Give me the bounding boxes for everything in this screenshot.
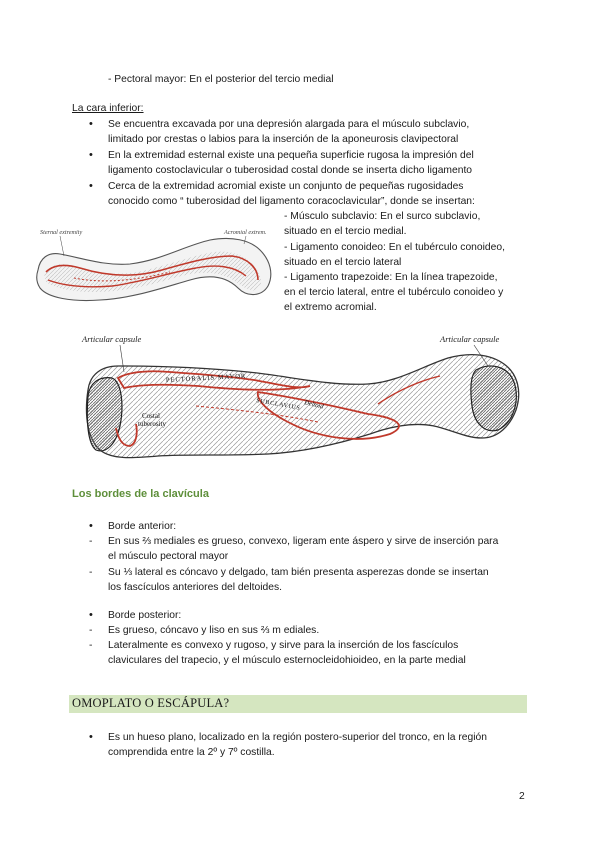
trapezoide-line-2: en el tercio lateral, entre el tubérculo… — [284, 287, 504, 298]
omoplato-heading-bar: OMOPLATO O ESCÁPULA? — [69, 695, 527, 713]
borde-posterior-title: Borde posterior: — [89, 608, 181, 623]
trapezoide-line-3: el extremo acromial. — [284, 302, 377, 313]
bullet-3-line-2: conocido como “ tuberosidad del ligament… — [108, 196, 475, 207]
bullet-3-line-1: Cerca de la extremidad acromial existe u… — [89, 179, 463, 194]
pectoralis-label: PECTORALIS MAYOR — [166, 373, 247, 384]
borde-anterior-d2-l1: Su ⅓ lateral es cóncavo y delgado, tam b… — [89, 565, 489, 580]
deltoid-label: Deltoid — [303, 399, 325, 411]
articular-capsule-left-label: Articular capsule — [81, 334, 141, 344]
sternal-extremity-label: Sternal extremity — [40, 229, 82, 236]
conoideo-line-2: situado en el tercio lateral — [284, 257, 402, 268]
bullet-2-line-1: En la extremidad esternal existe una peq… — [89, 148, 474, 163]
trapezoide-line: - Ligamento trapezoide: En la línea trap… — [284, 272, 498, 283]
borde-anterior-title: Borde anterior: — [89, 519, 176, 534]
borde-posterior-d2-l1: Lateralmente es convexo y rugoso, y sirv… — [89, 638, 458, 653]
subclavio-line: - Músculo subclavio: En el surco subclav… — [284, 211, 481, 222]
borde-anterior-d1-l1: En sus ⅔ mediales es grueso, convexo, li… — [89, 534, 498, 549]
articular-capsule-right-label: Articular capsule — [439, 334, 499, 344]
borde-anterior-d1-l2: el músculo pectoral mayor — [108, 551, 229, 562]
tuberosity-label: tuberosity — [138, 420, 166, 428]
bullet-1-line-2: limitado por crestas o labios para la in… — [108, 134, 459, 145]
borde-posterior-d2-l2: claviculares del trapecio, y el músculo … — [108, 655, 466, 666]
borde-anterior-d2-l2: los fascículos anteriores del deltoides. — [108, 582, 282, 593]
pectoral-mayor-line: - Pectoral mayor: En el posterior del te… — [108, 74, 334, 85]
cara-inferior-heading: La cara inferior: — [72, 103, 144, 114]
acromial-extremity-label: Acromial extrem. — [223, 229, 267, 236]
page-number: 2 — [519, 791, 525, 802]
bullet-1-line-1: Se encuentra excavada por una depresión … — [89, 117, 469, 132]
costal-label: Costal — [142, 412, 160, 420]
clavicle-superior-illustration: Articular capsule Articular capsule PECT… — [81, 334, 520, 459]
omoplato-heading: OMOPLATO O ESCÁPULA? — [72, 696, 230, 710]
bullet-2-line-2: ligamento costoclavicular o tuberosidad … — [108, 165, 473, 176]
omoplato-bullet-line-2: comprendida entre la 2º y 7º costilla. — [108, 747, 275, 758]
subclavio-line-2: situado en el tercio medial. — [284, 226, 407, 237]
bordes-heading: Los bordes de la clavícula — [72, 488, 209, 500]
clavicle-inferior-illustration: Sternal extremity Acromial extrem. — [36, 229, 272, 301]
borde-posterior-d1: Es grueso, cóncavo y liso en sus ⅔ m edi… — [89, 623, 319, 638]
omoplato-bullet-line-1: Es un hueso plano, localizado en la regi… — [89, 730, 487, 745]
conoideo-line: - Ligamento conoideo: En el tubérculo co… — [284, 242, 505, 253]
